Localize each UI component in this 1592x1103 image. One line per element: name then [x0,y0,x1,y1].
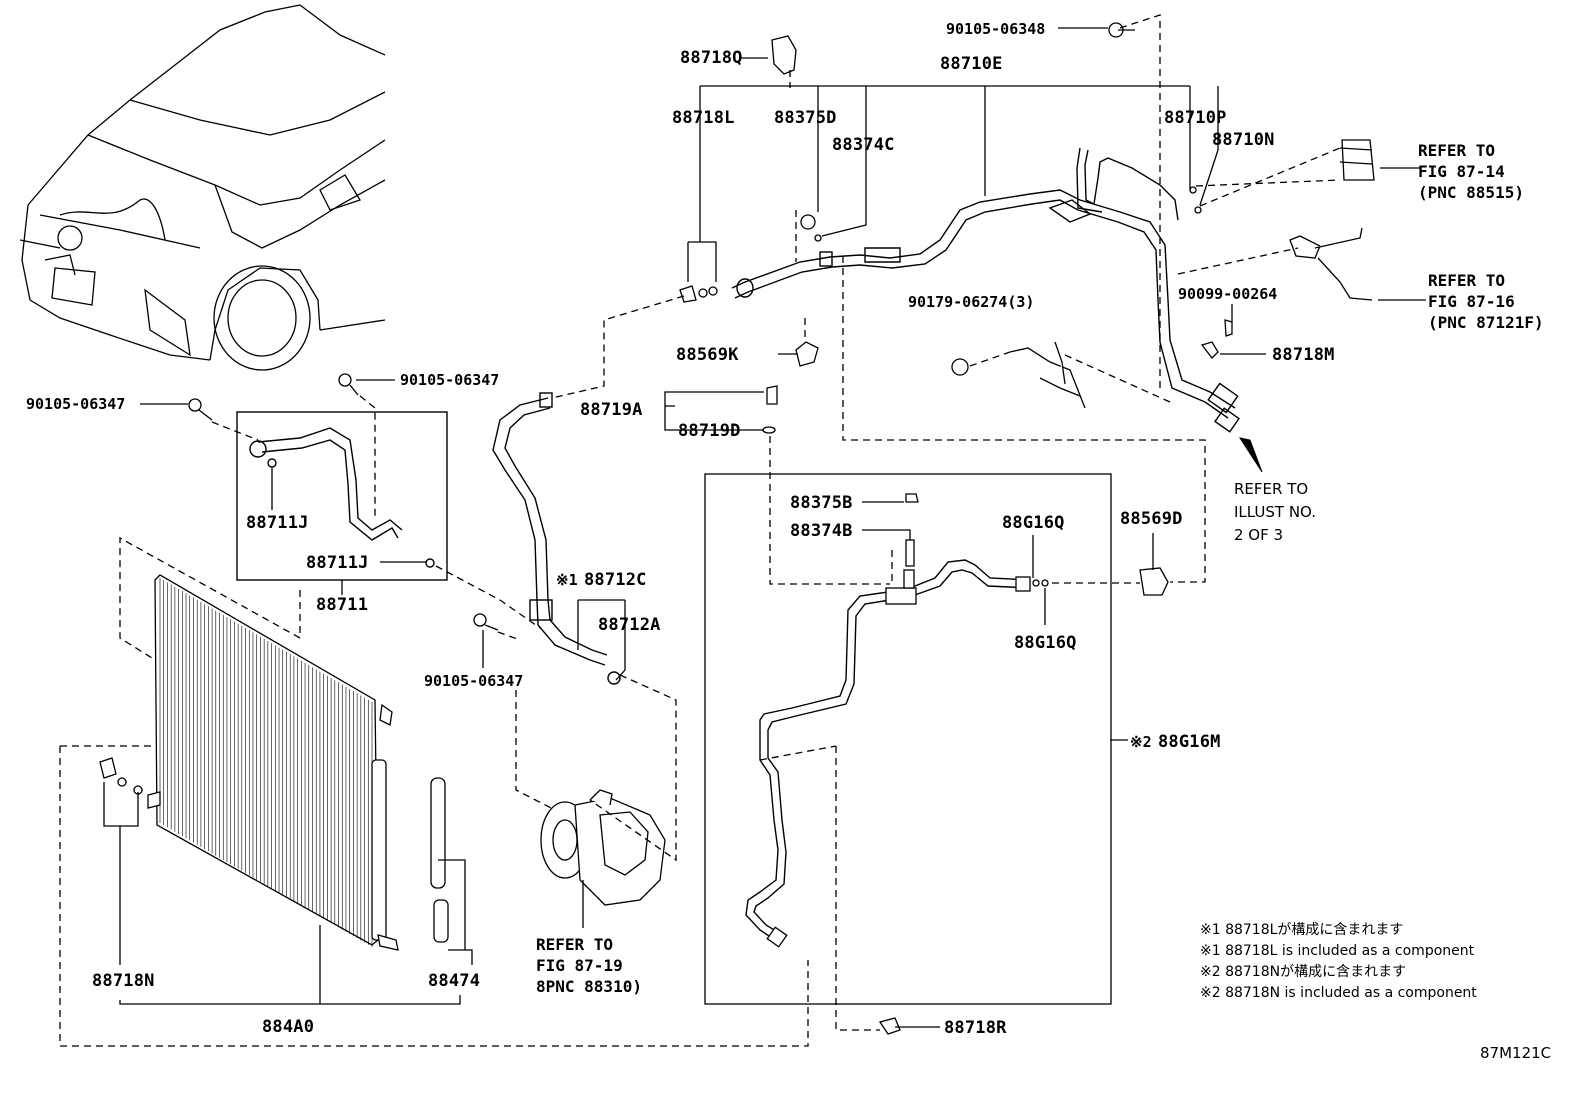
label-88718M: 88718M [1272,345,1335,365]
label-88G16Q-a: 88G16Q [1002,513,1065,533]
refer-line: 2 OF 3 [1234,526,1283,544]
leader-lines [103,27,1426,1028]
label-88711: 88711 [316,595,368,615]
label-88710P: 88710P [1164,108,1227,128]
label-884A0: 884A0 [262,1017,314,1037]
label-88712C: 88712C [584,570,647,590]
label-88G16M: 88G16M [1158,732,1221,752]
label-88718N: 88718N [92,971,155,991]
part-labels: 88718Q 90105-06348 88710E 88718L 88375D … [26,20,1335,1038]
label-88719A: 88719A [580,400,643,420]
footnote-line: ※1 88718Lが構成に含まれます [1200,922,1403,938]
refer-fig-87-14: REFER TO FIG 87-14 (PNC 88515) [1418,141,1524,202]
small-parts [188,22,1375,1035]
label-88G16M-mark: ※2 [1130,733,1152,751]
label-88G16Q-b: 88G16Q [1014,633,1077,653]
label-88711J-a: 88711J [246,513,309,533]
label-88374B: 88374B [790,521,853,541]
label-88718L: 88718L [672,108,735,128]
hose-88712C [492,392,621,685]
refer-fig-87-19: REFER TO FIG 87-19 8PNC 88310) [536,935,642,996]
refer-line: ILLUST NO. [1234,503,1316,521]
refer-arrow-icon [1238,437,1263,473]
compressor [540,789,666,906]
label-90105-06347-left: 90105-06347 [26,395,125,413]
refer-line: REFER TO [1234,480,1308,498]
label-88718R: 88718R [944,1018,1007,1038]
refer-line: FIG 87-19 [536,956,623,975]
label-90105-06348: 90105-06348 [946,20,1045,38]
label-88712A: 88712A [598,615,661,635]
diagram-code: 87M121C [1480,1044,1551,1062]
label-88710E: 88710E [940,54,1003,74]
refer-line: (PNC 87121F) [1428,313,1544,332]
footnote-line: ※2 88718N is included as a component [1200,985,1477,1001]
refer-line: REFER TO [536,935,613,954]
label-88719D: 88719D [678,421,741,441]
label-88712C-mark: ※1 [556,571,578,589]
refer-line: REFER TO [1428,271,1505,290]
label-88374C: 88374C [832,135,895,155]
label-88375B: 88375B [790,493,853,513]
refer-line: FIG 87-16 [1428,292,1515,311]
vehicle-illustration [19,4,386,371]
pipe-88G16M [704,473,1112,1005]
refer-line: (PNC 88515) [1418,183,1524,202]
dashed-relations [59,14,1341,1047]
refer-illust-2: REFER TO ILLUST NO. 2 OF 3 [1234,480,1316,544]
label-88474: 88474 [428,971,480,991]
label-90105-06347-mid: 90105-06347 [424,672,523,690]
condenser-884A0 [99,574,449,951]
label-90105-06347-top: 90105-06347 [400,371,499,389]
label-88569K: 88569K [676,345,739,365]
footnotes: ※1 88718Lが構成に含まれます ※1 88718L is included… [1200,922,1477,1001]
pipe-88710E [731,147,1240,433]
refer-fig-87-16: REFER TO FIG 87-16 (PNC 87121F) [1428,271,1544,332]
label-88375D: 88375D [774,108,837,128]
refer-line: REFER TO [1418,141,1495,160]
label-90099-00264: 90099-00264 [1178,285,1277,303]
label-88569D: 88569D [1120,509,1183,529]
footnote-line: ※2 88718Nが構成に含まれます [1200,964,1406,980]
refer-line: 8PNC 88310) [536,977,642,996]
footnote-line: ※1 88718L is included as a component [1200,943,1475,959]
label-90179-06274: 90179-06274(3) [908,293,1034,311]
label-88710N: 88710N [1212,130,1275,150]
label-88718Q: 88718Q [680,48,743,68]
refer-line: FIG 87-14 [1418,162,1505,181]
label-88711J-b: 88711J [306,553,369,573]
